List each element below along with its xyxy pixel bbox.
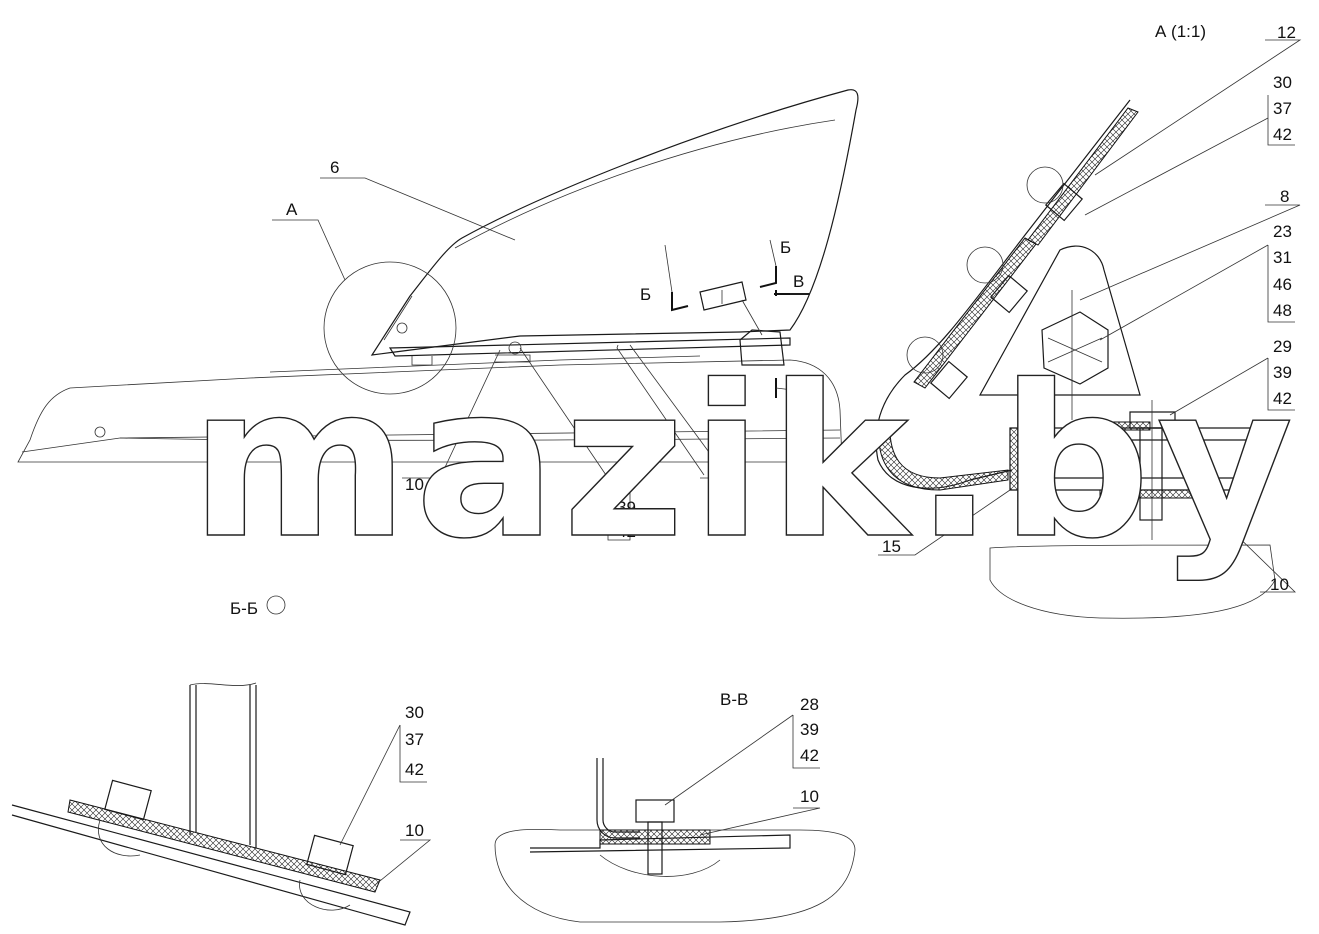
callout-29-main: 29: [617, 475, 636, 494]
section-v-top: В: [793, 272, 804, 291]
callout-1: 1: [712, 475, 721, 494]
callout-42-a2: 42: [1273, 389, 1292, 408]
callout-46: 46: [1273, 275, 1292, 294]
section-b-top: Б: [780, 238, 791, 257]
callout-48: 48: [1273, 301, 1292, 320]
callout-6: 6: [330, 158, 339, 177]
callout-28-vv: 28: [800, 695, 819, 714]
callout-37-a: 37: [1273, 99, 1292, 118]
callout-a: А: [286, 200, 298, 219]
hood-outline: [17, 359, 843, 463]
callout-39-a: 39: [1273, 363, 1292, 382]
callout-39-vv: 39: [800, 720, 819, 739]
labels: А (1:1) Б-Б В-В А 6 10 1 29 39 42 Б Б В …: [230, 22, 1296, 840]
detail-a-title: А (1:1): [1155, 22, 1206, 41]
callout-23: 23: [1273, 222, 1292, 241]
callout-10-a: 10: [1270, 575, 1289, 594]
section-bb-view: [11, 595, 411, 926]
callout-42-a: 42: [1273, 125, 1292, 144]
callout-29-a: 29: [1273, 337, 1292, 356]
callout-42-main: 42: [617, 522, 636, 541]
section-vv-title: В-В: [720, 690, 748, 709]
section-markers: [616, 239, 811, 476]
callout-31: 31: [1273, 248, 1292, 267]
section-b-left: Б: [640, 285, 651, 304]
callout-37-bb: 37: [405, 730, 424, 749]
detail-a-circle: [323, 261, 457, 395]
section-v-bottom: В: [795, 410, 806, 429]
callout-12: 12: [1277, 23, 1296, 42]
main-view: [17, 89, 859, 463]
callout-30-a: 30: [1273, 73, 1292, 92]
section-bb-title: Б-Б: [230, 599, 258, 618]
section-vv-view: [494, 758, 856, 923]
callout-15: 15: [882, 537, 901, 556]
callout-39-main: 39: [617, 498, 636, 517]
callout-10-main: 10: [405, 475, 424, 494]
callout-42-bb: 42: [405, 760, 424, 779]
callout-10-bb: 10: [405, 821, 424, 840]
deflector-panel: [370, 89, 859, 356]
leader-lines: [272, 39, 1302, 886]
callout-8: 8: [1280, 187, 1289, 206]
callout-30-bb: 30: [405, 703, 424, 722]
callout-10-vv: 10: [800, 787, 819, 806]
detail-a-view: [875, 99, 1276, 619]
watermark-text: mazik.by: [190, 340, 1299, 585]
callout-42-vv: 42: [800, 746, 819, 765]
